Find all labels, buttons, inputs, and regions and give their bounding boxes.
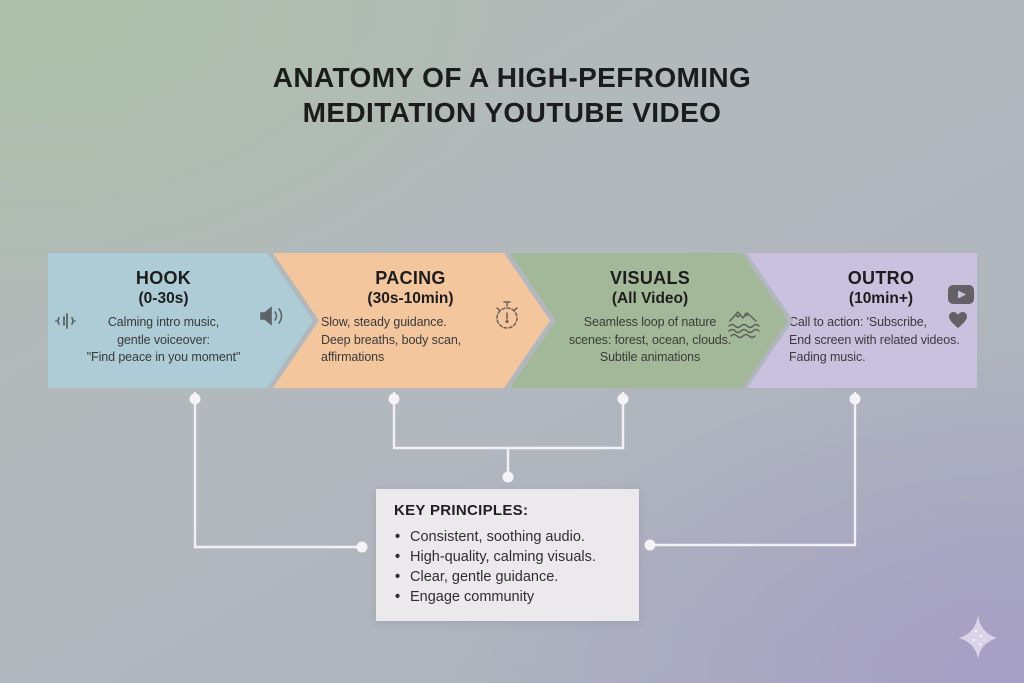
process-arrow-band: HOOK (0-30s) Calming intro music, gentle… bbox=[0, 253, 1024, 388]
sparkle-icon bbox=[957, 613, 999, 666]
segment-hook: HOOK (0-30s) Calming intro music, gentle… bbox=[48, 253, 313, 388]
speaker-icon bbox=[257, 303, 287, 334]
key-principles-list: Consistent, soothing audio. High-quality… bbox=[392, 527, 623, 607]
youtube-icon bbox=[947, 284, 975, 310]
segment-pacing-title: PACING bbox=[375, 268, 446, 288]
mountain-waves-icon bbox=[726, 305, 762, 344]
segment-hook-timing: (0-30s) bbox=[138, 290, 189, 307]
principle-item: Engage community bbox=[392, 587, 623, 607]
segment-outro-timing: (10min+) bbox=[848, 290, 914, 307]
segment-pacing-description: Slow, steady guidance. Deep breaths, bod… bbox=[321, 315, 462, 364]
connector-hook bbox=[193, 392, 362, 549]
heart-icon bbox=[948, 311, 968, 334]
principle-item: High-quality, calming visuals. bbox=[392, 547, 623, 567]
connector-outro bbox=[650, 392, 857, 547]
segment-hook-title: HOOK bbox=[135, 268, 192, 288]
segment-hook-description: Calming intro music, gentle voiceover: "… bbox=[86, 315, 241, 364]
segment-visuals: VISUALS (All Video) Seamless loop of nat… bbox=[510, 253, 788, 388]
principle-item: Consistent, soothing audio. bbox=[392, 527, 623, 547]
segment-outro-description: Call to action: 'Subscribe, End screen w… bbox=[789, 315, 960, 364]
segment-visuals-timing: (All Video) bbox=[611, 290, 689, 307]
segment-visuals-description: Seamless loop of nature scenes: forest, … bbox=[568, 315, 732, 364]
page-title-line1: ANATOMY OF A HIGH-PEFROMING bbox=[272, 62, 752, 93]
segment-outro-title: OUTRO bbox=[847, 268, 915, 288]
page-title-line2: MEDITATION YOUTUBE VIDEO bbox=[302, 97, 722, 128]
segment-pacing: PACING (30s-10min) Slow, steady guidance… bbox=[273, 253, 550, 388]
connector-pacing-visuals bbox=[392, 392, 625, 450]
key-principles-heading: KEY PRINCIPLES: bbox=[394, 502, 529, 519]
sound-wave-icon bbox=[54, 310, 80, 337]
principle-item: Clear, gentle guidance. bbox=[392, 567, 623, 587]
page-title: ANATOMY OF A HIGH-PEFROMING MEDITATION Y… bbox=[0, 60, 1024, 130]
key-principles-box: KEY PRINCIPLES: Consistent, soothing aud… bbox=[376, 489, 639, 621]
stopwatch-icon bbox=[492, 299, 522, 338]
segment-outro: OUTRO (10min+) Call to action: 'Subscrib… bbox=[747, 253, 977, 388]
segment-visuals-title: VISUALS bbox=[609, 268, 691, 288]
segment-pacing-timing: (30s-10min) bbox=[367, 290, 454, 307]
